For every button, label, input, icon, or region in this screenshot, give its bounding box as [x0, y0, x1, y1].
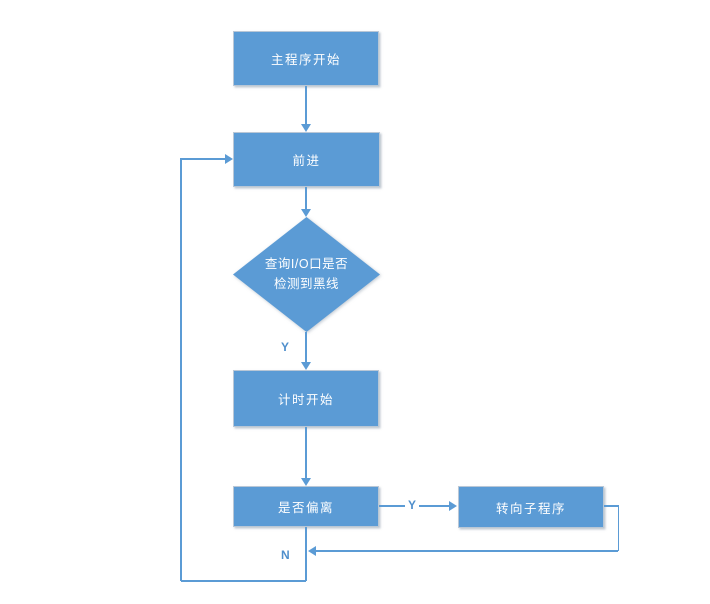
arrowhead-into-forward-icon: [301, 124, 311, 132]
connector-forward-to-decision: [305, 187, 307, 210]
edge-label-deviate-yes: Y: [405, 498, 420, 512]
connector-timing-to-deviate: [305, 427, 307, 479]
decision-diamond-shape: 查询I/O口是否 检测到黑线: [233, 217, 380, 332]
edge-label-io-yes: Y: [278, 340, 293, 354]
arrowhead-into-decision-icon: [301, 209, 311, 217]
node-turn-subroutine: 转向子程序: [458, 486, 604, 528]
node-main-program-start: 主程序开始: [233, 31, 379, 86]
node-timing-start: 计时开始: [233, 370, 379, 427]
connector-turnsub-return: [316, 550, 618, 552]
node-move-forward: 前进: [233, 132, 380, 187]
connector-loop-bottom: [181, 580, 306, 582]
connector-turnsub-down: [617, 505, 619, 551]
node-deviate-check: 是否偏离: [233, 486, 379, 527]
node-label: 转向子程序: [495, 501, 566, 516]
node-label: 是否偏离: [277, 501, 334, 515]
node-label: 计时开始: [277, 393, 334, 407]
connector-decision-to-timing: [305, 332, 307, 363]
arrowhead-into-loopline-icon: [308, 546, 316, 556]
node-label: 主程序开始: [270, 53, 341, 67]
arrowhead-into-forward-left-icon: [225, 154, 233, 164]
connector-turnsub-exit-right: [604, 505, 619, 507]
connector-loop-top: [181, 158, 225, 160]
node-decision-io-black-line: 查询I/O口是否 检测到黑线: [233, 217, 380, 332]
arrowhead-into-timing-icon: [301, 362, 311, 370]
node-label: 前进: [292, 154, 321, 168]
connector-deviate-down: [305, 527, 307, 581]
connector-loop-left: [180, 158, 182, 581]
edge-label-deviate-no: N: [278, 548, 293, 562]
node-label: 查询I/O口是否 检测到黑线: [264, 257, 349, 291]
arrowhead-into-turnsub-icon: [449, 500, 457, 511]
arrowhead-into-deviate-icon: [301, 478, 311, 486]
connector-start-to-forward: [305, 86, 307, 125]
